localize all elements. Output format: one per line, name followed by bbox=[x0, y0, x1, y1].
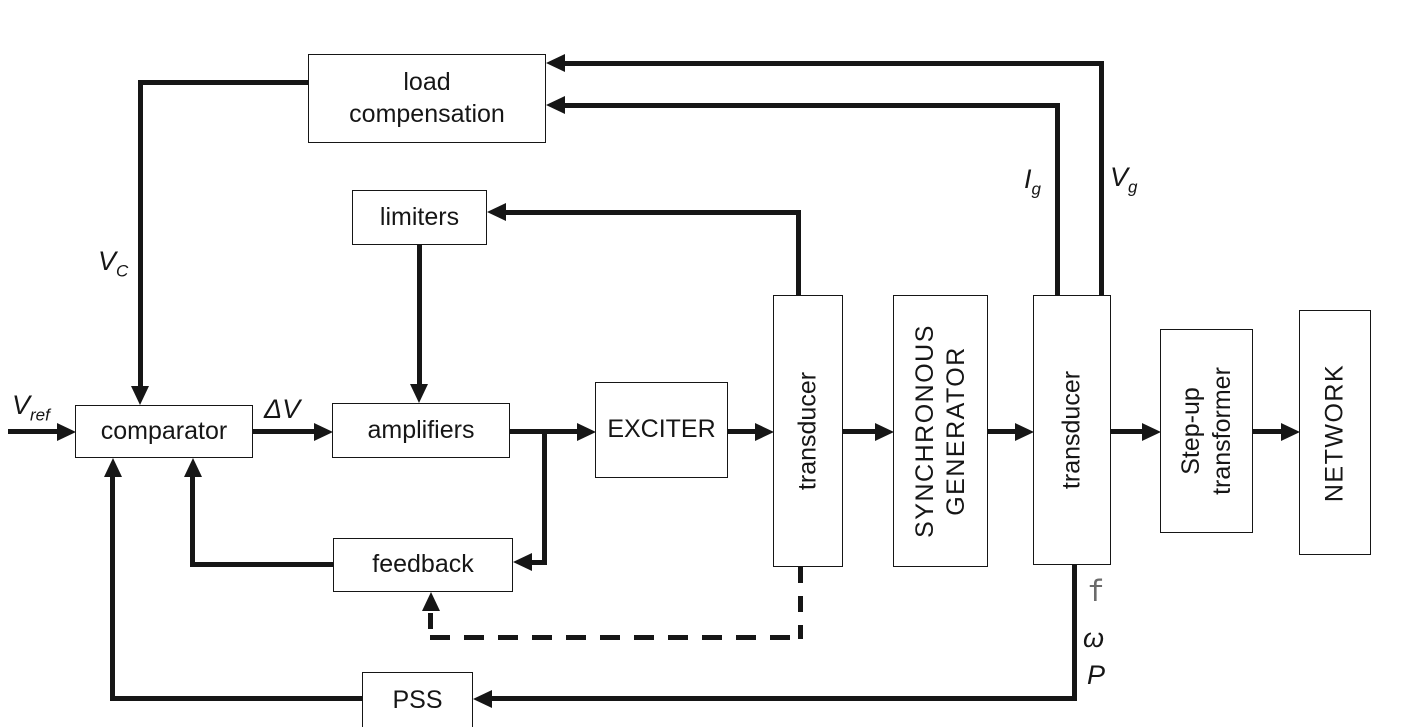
block-step-up-transformer: Step-up transformer bbox=[1160, 329, 1253, 533]
block-transducer-output: transducer bbox=[1033, 295, 1111, 565]
connector-vc-arrowhead bbox=[131, 386, 149, 405]
label-f: f bbox=[1087, 574, 1105, 608]
block-network: NETWORK bbox=[1299, 310, 1371, 555]
connector-vref-arrowhead bbox=[57, 423, 76, 441]
block-comparator: comparator bbox=[75, 405, 253, 458]
connector-dashed-horizontal-line bbox=[430, 635, 803, 640]
connector-ig-horizontal-line bbox=[564, 103, 1060, 108]
connector-feedback-comparator-vertical-line bbox=[190, 477, 195, 567]
block-exciter: EXCITER bbox=[595, 382, 728, 478]
block-exciter-label: EXCITER bbox=[607, 415, 716, 444]
connector-comparator-amplifiers-arrowhead bbox=[314, 423, 333, 441]
block-synchronous-generator: SYNCHRONOUS GENERATOR bbox=[893, 295, 988, 567]
label-omega: ω bbox=[1083, 623, 1105, 653]
block-amplifiers: amplifiers bbox=[332, 403, 510, 458]
block-limiters: limiters bbox=[352, 190, 487, 245]
connector-limiters-amplifiers-line bbox=[417, 245, 422, 385]
connector-dashed-stub-line bbox=[428, 613, 433, 640]
label-vref: Vref bbox=[12, 390, 50, 425]
block-limiters-label: limiters bbox=[379, 202, 460, 231]
label-vc: VC bbox=[98, 246, 129, 281]
block-transducer-field-label: transducer bbox=[793, 371, 822, 491]
connector-branch-feedback-vertical-line bbox=[542, 429, 547, 565]
label-vg: Vg bbox=[1110, 162, 1138, 197]
connector-limiters-input-arrowhead bbox=[487, 203, 506, 221]
connector-transducer-generator-arrowhead bbox=[875, 423, 894, 441]
connector-transducer2-stepup-line bbox=[1111, 429, 1143, 434]
connector-generator-transducer2-arrowhead bbox=[1015, 423, 1034, 441]
connector-stepup-network-arrowhead bbox=[1281, 423, 1300, 441]
label-delta-v: ΔV bbox=[264, 394, 301, 424]
connector-vc-vertical-line bbox=[138, 80, 143, 387]
connector-branch-feedback-horizontal-line bbox=[530, 560, 547, 565]
connector-vg-vertical-line bbox=[1099, 61, 1104, 295]
connector-stepup-network-line bbox=[1253, 429, 1282, 434]
block-feedback: feedback bbox=[333, 538, 513, 592]
connector-limiters-input-vertical-line bbox=[796, 210, 801, 295]
connector-limiters-input-horizontal-line bbox=[506, 210, 801, 215]
connector-transducer-generator-line bbox=[843, 429, 876, 434]
connector-pss-comparator-vertical-line bbox=[110, 477, 115, 701]
connector-vc-horizontal-line bbox=[138, 80, 308, 85]
connector-exciter-transducer-arrowhead bbox=[755, 423, 774, 441]
connector-feedback-comparator-horizontal-line bbox=[190, 562, 333, 567]
block-synchronous-generator-label: SYNCHRONOUS GENERATOR bbox=[910, 324, 970, 538]
block-transducer-output-label: transducer bbox=[1057, 370, 1086, 490]
connector-transducer2-pss-arrowhead bbox=[473, 690, 492, 708]
connector-limiters-amplifiers-arrowhead bbox=[410, 384, 428, 403]
connector-vg-horizontal-line bbox=[564, 61, 1104, 66]
connector-exciter-transducer-line bbox=[728, 429, 756, 434]
connector-pss-comparator-arrowhead bbox=[104, 458, 122, 477]
connector-ig-arrowhead bbox=[546, 96, 565, 114]
block-pss-label: PSS bbox=[392, 686, 443, 715]
connector-comparator-amplifiers-line bbox=[253, 429, 315, 434]
block-network-label: NETWORK bbox=[1320, 363, 1349, 502]
connector-vref-line bbox=[8, 429, 58, 434]
connector-branch-feedback-arrowhead bbox=[513, 553, 532, 571]
connector-feedback-comparator-arrowhead bbox=[184, 458, 202, 477]
block-step-up-transformer-label: Step-up transformer bbox=[1176, 367, 1236, 495]
connector-transducer2-pss-horizontal-line bbox=[491, 696, 1077, 701]
block-pss: PSS bbox=[362, 672, 473, 727]
connector-ig-vertical-line bbox=[1055, 103, 1060, 295]
connector-dashed-vertical-line bbox=[798, 567, 803, 639]
connector-vg-arrowhead bbox=[546, 54, 565, 72]
label-ig: Ig bbox=[1024, 164, 1041, 199]
connector-transducer2-stepup-arrowhead bbox=[1142, 423, 1161, 441]
connector-generator-transducer2-line bbox=[988, 429, 1016, 434]
connector-dashed-feedback-arrowhead bbox=[422, 592, 440, 611]
block-feedback-label: feedback bbox=[372, 550, 474, 579]
connector-transducer2-pss-vertical-line bbox=[1072, 565, 1077, 701]
block-load-compensation-label: load compensation bbox=[349, 68, 505, 128]
block-transducer-field: transducer bbox=[773, 295, 843, 567]
block-load-compensation: load compensation bbox=[308, 54, 546, 143]
connector-pss-comparator-horizontal-line bbox=[110, 696, 362, 701]
block-comparator-label: comparator bbox=[100, 416, 228, 445]
connector-amplifiers-exciter-arrowhead bbox=[577, 423, 596, 441]
block-amplifiers-label: amplifiers bbox=[367, 415, 475, 444]
label-p: P bbox=[1087, 660, 1106, 690]
